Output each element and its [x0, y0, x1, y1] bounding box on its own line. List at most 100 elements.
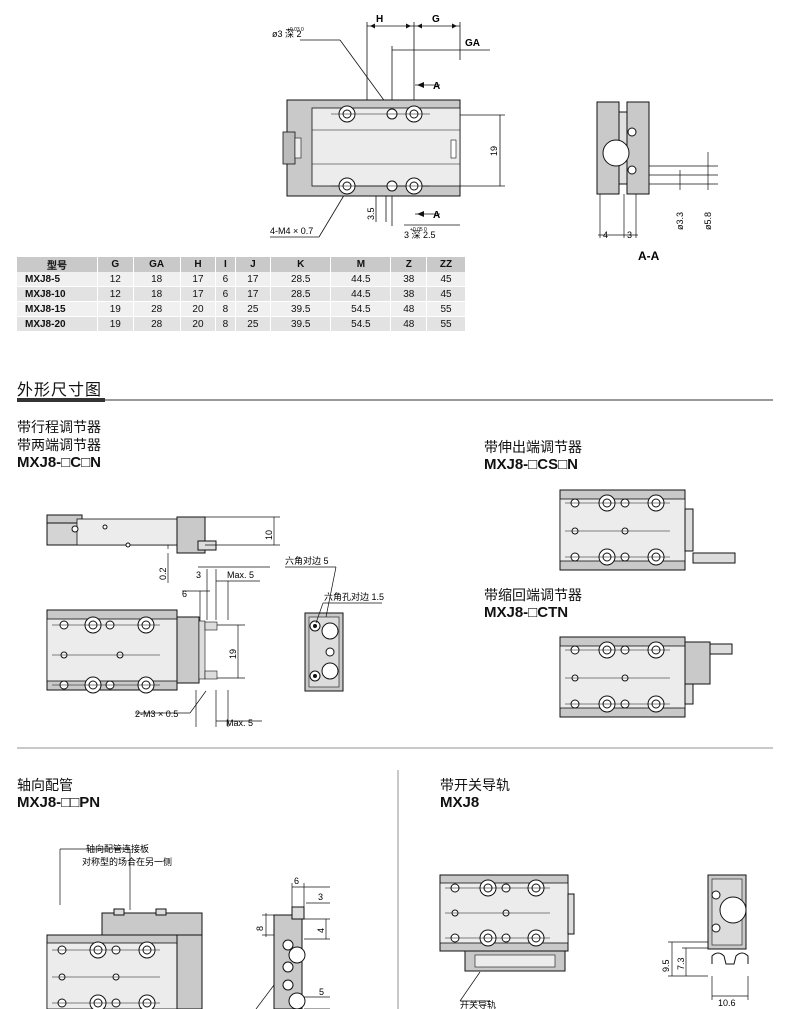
retract-caption: 带缩回端调节器 MXJ8-□CTN — [484, 586, 582, 622]
hole-note: ø3 深 2 — [272, 29, 302, 39]
aa-dim-4: 4 — [603, 230, 608, 240]
aa-dim-phi33: ø3.3 — [675, 212, 685, 230]
spec-table-header: 型号 G GA H I J K M Z ZZ — [17, 257, 466, 272]
adj-hex-hole-across: 六角孔对边 1.5 — [324, 591, 384, 602]
adj-hex-across: 六角对边 5 — [285, 555, 329, 566]
table-cell: 45 — [426, 286, 466, 302]
table-header-cell: Z — [390, 257, 428, 272]
table-cell: 17 — [235, 286, 272, 302]
table-cell: 18 — [133, 286, 181, 302]
table-cell-model: MXJ8-5 — [17, 272, 98, 287]
table-cell: 20 — [180, 316, 217, 332]
section-a-bottom: A — [433, 210, 440, 221]
table-cell-model: MXJ8-15 — [17, 301, 98, 317]
section-aa-drawing: 4 3 ø3.3 ø5.8 A-A — [596, 101, 718, 263]
table-cell: 48 — [390, 316, 428, 332]
switch-drawing: 开关导轨 9.5 7.3 10.6 — [439, 874, 749, 1009]
bottom-hole-note: 3 深 2.5 — [404, 230, 436, 240]
adj-dim-10: 10 — [264, 530, 274, 540]
adj-dim-6: 6 — [182, 589, 187, 599]
adjuster-caption-line2: 带两端调节器 — [17, 437, 101, 453]
spec-table: 型号 G GA H I J K M Z ZZ MXJ8-5 12 18 17 6… — [17, 257, 466, 332]
top-dimension-drawing: H G GA ø3 深 2 +0.03 0 A A 19 4-M4 × 0.7 … — [270, 14, 505, 240]
adj-dim-3: 3 — [196, 570, 201, 580]
table-cell: 39.5 — [270, 316, 332, 332]
table-row: MXJ8-5 12 18 17 6 17 28.5 44.5 38 45 — [17, 272, 466, 287]
retract-model: MXJ8-□CTN — [484, 604, 569, 621]
axial-note2: 对称型的场合在另一侧 — [82, 856, 172, 867]
adjuster-model: MXJ8-□C□N — [17, 454, 101, 471]
adjuster-drawing: 10 0.2 3 Max. 5 6 19 2-M3 × 0.5 Max. 5 — [46, 514, 384, 728]
switch-caption-line1: 带开关导轨 — [440, 777, 510, 793]
table-cell: 12 — [97, 272, 134, 287]
table-cell: 25 — [235, 316, 272, 332]
adj-dim-19: 19 — [228, 649, 238, 659]
section-a-top: A — [433, 81, 440, 92]
dim-35-label: 3.5 — [366, 207, 376, 220]
adj-thread-note: 2-M3 × 0.5 — [135, 709, 178, 719]
dim-h-label: H — [376, 14, 383, 25]
axial-note1: 轴向配管连接板 — [86, 843, 149, 854]
table-header-cell: 型号 — [17, 257, 98, 272]
table-cell: 38 — [390, 272, 428, 287]
dim-ga-label: GA — [465, 38, 480, 49]
table-cell: 17 — [180, 272, 217, 287]
axial-dim-8: 8 — [255, 926, 265, 931]
axial-model: MXJ8-□□PN — [17, 794, 101, 811]
table-cell: 8 — [215, 316, 236, 332]
axial-drawing: 轴向配管连接板 对称型的场合在另一侧 — [46, 843, 330, 1009]
table-cell: 55 — [426, 301, 466, 317]
table-cell: 44.5 — [330, 286, 392, 302]
table-cell-model: MXJ8-20 — [17, 316, 98, 332]
dim-g-label: G — [432, 14, 440, 25]
table-cell: 55 — [426, 316, 466, 332]
table-cell: 8 — [215, 301, 236, 317]
table-cell: 44.5 — [330, 272, 392, 287]
switch-rail-label: 开关导轨 — [460, 999, 496, 1009]
axial-dim-4: 4 — [316, 928, 326, 933]
adj-dim-max5-bottom: Max. 5 — [226, 718, 253, 728]
section-divider-horizontal — [17, 747, 773, 749]
extend-caption: 带伸出端调节器 MXJ8-□CS□N — [484, 438, 582, 474]
aa-dim-phi58: ø5.8 — [703, 212, 713, 230]
axial-dim-3: 3 — [318, 892, 323, 902]
hole-note-tol: +0.03 0 — [287, 27, 304, 33]
axial-caption-line1: 轴向配管 — [17, 777, 73, 793]
switch-dim-106: 10.6 — [718, 998, 736, 1008]
table-cell: 19 — [97, 301, 134, 317]
extend-drawing — [559, 489, 736, 571]
table-header-cell: J — [235, 257, 272, 272]
table-header-cell: M — [330, 257, 392, 272]
table-cell: 45 — [426, 272, 466, 287]
extend-model: MXJ8-□CS□N — [484, 456, 578, 473]
dim-19-label: 19 — [489, 146, 499, 156]
thread-note: 4-M4 × 0.7 — [270, 226, 313, 236]
table-cell: 39.5 — [270, 301, 332, 317]
table-cell: 6 — [215, 272, 236, 287]
table-cell: 38 — [390, 286, 428, 302]
heading-rule-dark — [17, 398, 105, 402]
table-cell: 17 — [180, 286, 217, 302]
table-header-cell: H — [180, 257, 217, 272]
switch-model: MXJ8 — [440, 794, 480, 811]
switch-caption: 带开关导轨 MXJ8 — [440, 776, 510, 812]
table-row: MXJ8-20 19 28 20 8 25 39.5 54.5 48 55 — [17, 316, 466, 332]
table-cell: 12 — [97, 286, 134, 302]
adj-dim-02: 0.2 — [158, 567, 168, 580]
table-cell-model: MXJ8-10 — [17, 286, 98, 302]
bottom-hole-tol: +0.05 0 — [410, 227, 427, 233]
adjuster-caption: 带行程调节器 带两端调节器 MXJ8-□C□N — [17, 418, 101, 472]
table-cell: 17 — [235, 272, 272, 287]
table-header-cell: ZZ — [426, 257, 466, 272]
table-cell: 28.5 — [270, 286, 332, 302]
retract-drawing — [559, 636, 733, 718]
adjuster-caption-line1: 带行程调节器 — [17, 419, 101, 435]
section-aa-label: A-A — [638, 249, 660, 263]
table-cell: 6 — [215, 286, 236, 302]
table-cell: 18 — [133, 272, 181, 287]
table-cell: 19 — [97, 316, 134, 332]
axial-dim-6: 6 — [294, 876, 299, 886]
switch-dim-73: 7.3 — [676, 957, 686, 970]
table-header-cell: GA — [133, 257, 181, 272]
switch-dim-95: 9.5 — [661, 959, 671, 972]
